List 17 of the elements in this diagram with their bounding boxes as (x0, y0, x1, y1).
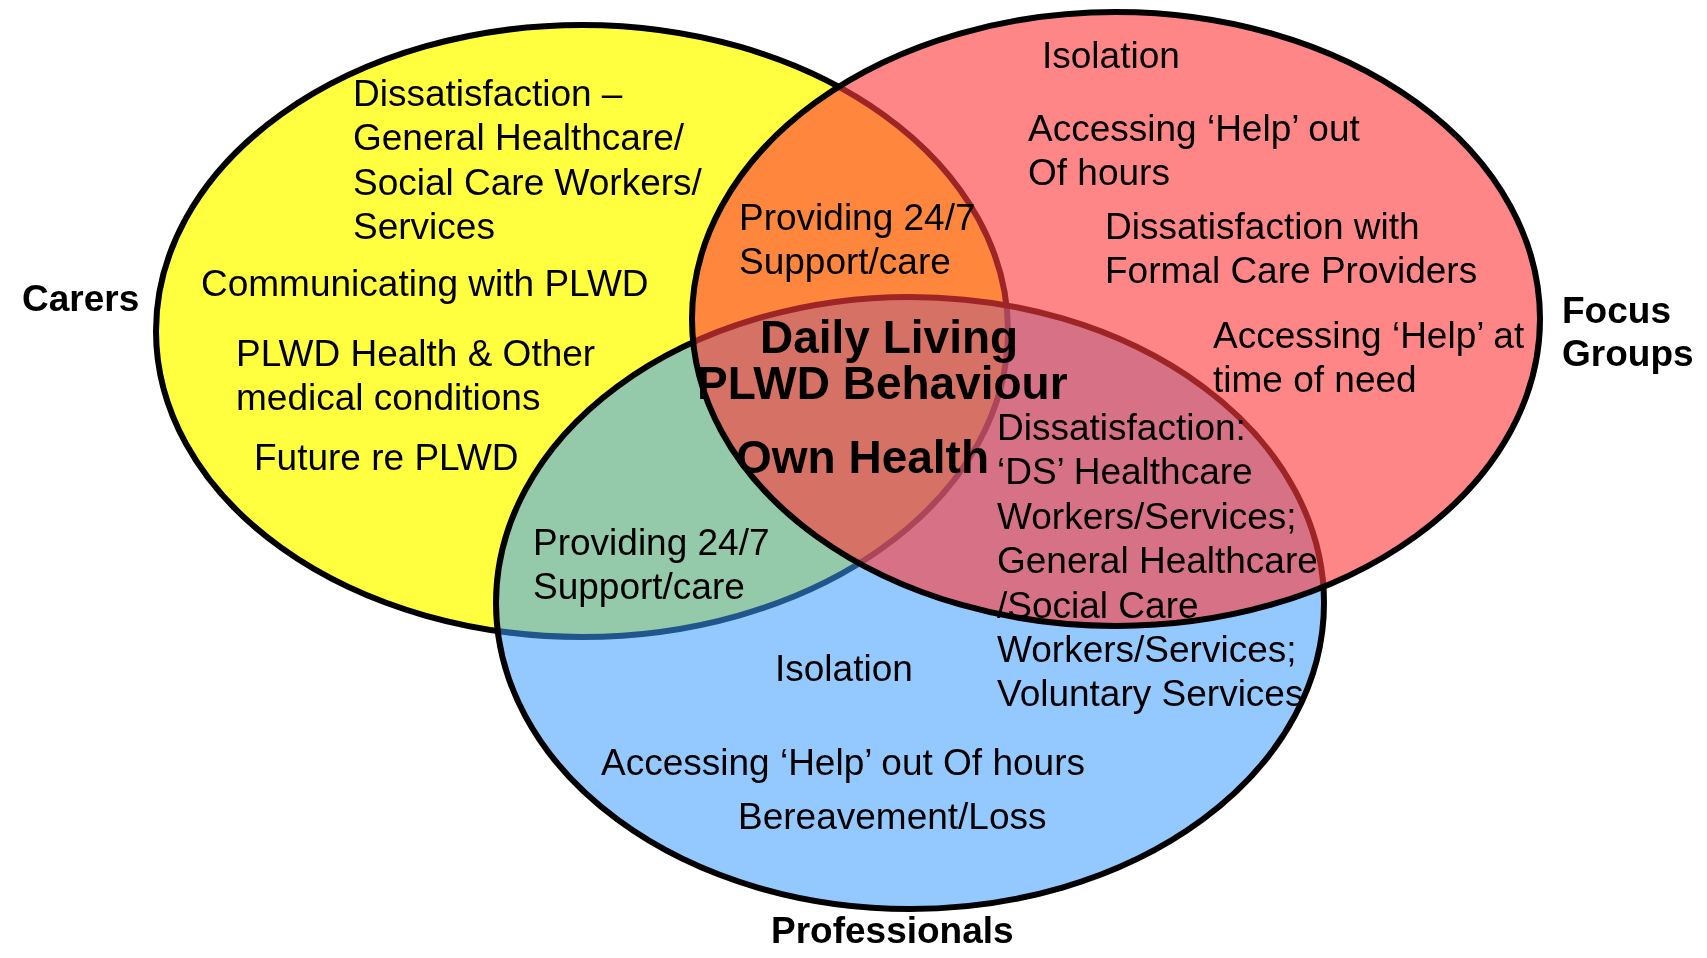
theme-text: Accessing ‘Help’ at time of need (1213, 314, 1526, 403)
theme-text: PLWD Health & Other medical conditions (236, 332, 597, 421)
set-label: Professionals (771, 910, 1014, 953)
theme-text: Future re PLWD (254, 436, 519, 480)
set-label: Focus Groups (1562, 290, 1695, 376)
theme-text: Accessing ‘Help’ out Of hours (601, 741, 1085, 785)
theme-text: Dissatisfaction: ‘DS’ Healthcare Workers/Services; General Healthcare /Social Care Workers/Services; Voluntary Services (997, 406, 1319, 717)
theme-text: Providing 24/7 Support/care (533, 521, 771, 610)
theme-text: Dissatisfaction with Formal Care Providers (1105, 205, 1479, 294)
theme-text: Isolation (775, 647, 913, 691)
theme-text: Communicating with PLWD (201, 262, 649, 306)
set-label: Carers (22, 278, 140, 321)
theme-text: Providing 24/7 Support/care (739, 196, 977, 285)
theme-text: Accessing ‘Help’ out Of hours (1028, 107, 1361, 196)
theme-text: Bereavement/Loss (738, 795, 1047, 839)
theme-text: Isolation (1042, 34, 1180, 78)
theme-text: Dissatisfaction – General Healthcare/ Social Care Workers/ Services (353, 72, 703, 250)
